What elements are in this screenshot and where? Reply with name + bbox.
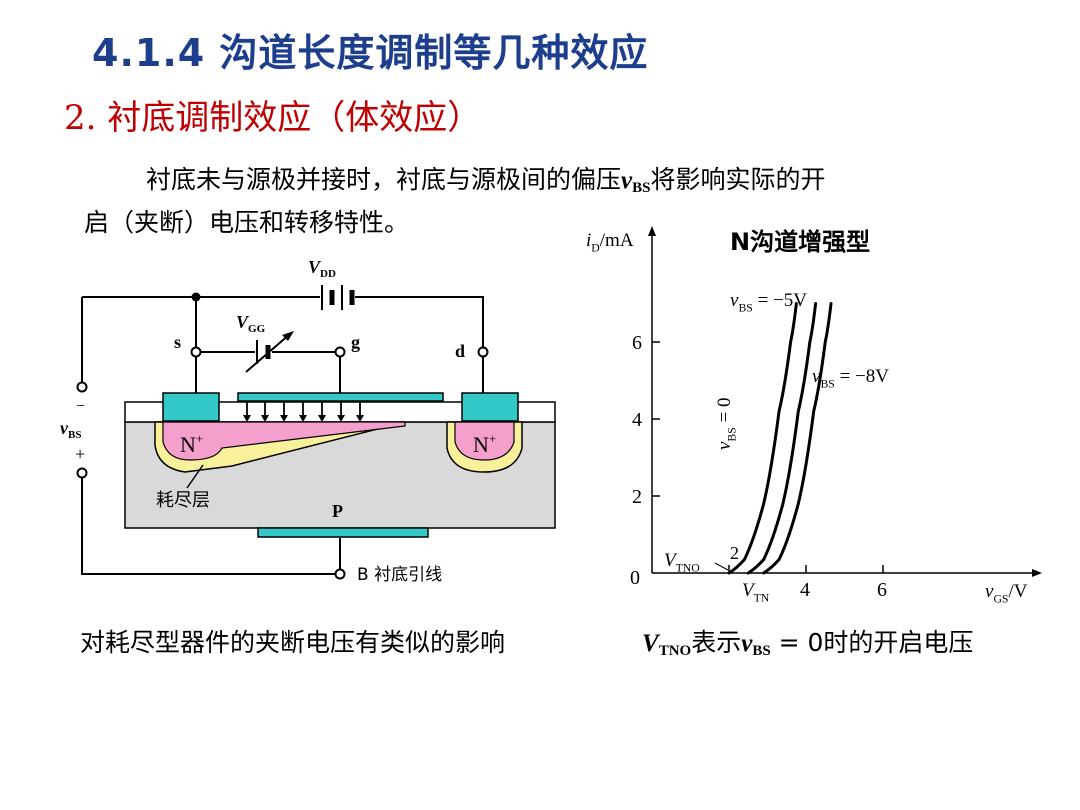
vtn-label: VTN — [742, 580, 770, 604]
y-axis-label: iD/mA — [586, 230, 634, 254]
section-heading: 2. 衬底调制效应（体效应） — [64, 98, 482, 138]
source-label: s — [174, 332, 181, 352]
vdd-label: VDD — [308, 257, 336, 280]
y-tick-label: 4 — [632, 409, 642, 431]
vgg-label: VGG — [236, 312, 266, 335]
body-contact — [257, 527, 429, 538]
drain-label: d — [455, 341, 465, 361]
vtno-label: VTNO — [664, 550, 700, 574]
gate-contact — [237, 392, 444, 402]
body-lead-label: B 衬底引线 — [357, 565, 442, 585]
source-contact — [162, 392, 220, 422]
paragraph-line-2: 启（夹断）电压和转移特性。 — [84, 208, 410, 237]
vbs-plus-label: + — [75, 444, 85, 464]
n-plus-drain-label: N+ — [473, 431, 496, 457]
x-tick-label: 4 — [800, 579, 810, 601]
slide-title: 4.1.4 沟道长度调制等几种效应 — [92, 31, 649, 75]
drain-contact — [461, 392, 519, 422]
transfer-characteristic-chart: 2 4 6 4 6 2 0 iD/mA vGS/V N沟道增强型 VTNO VTN vBS = 0 vBS… — [586, 226, 1042, 605]
depletion-layer-label: 耗尽层 — [156, 490, 210, 511]
gate-label: g — [351, 332, 360, 352]
y-tick-label: 2 — [632, 486, 642, 508]
p-substrate-label: P — [332, 501, 343, 521]
paragraph-line-1: 衬底未与源极并接时，衬底与源极间的偏压vBS将影响实际的开 — [146, 165, 826, 196]
x-axis-arrow — [1032, 569, 1042, 577]
series-curve-1 — [746, 302, 818, 575]
n-plus-source-channel — [162, 421, 406, 461]
x-tick-label-vtno: 2 — [730, 543, 739, 563]
y-tick-label: 6 — [632, 332, 642, 354]
vbs-label: vBS — [60, 418, 81, 441]
x-axis-label: vGS/V — [985, 581, 1028, 605]
chart-title: N沟道增强型 — [730, 228, 870, 256]
n-plus-drain — [454, 421, 515, 461]
series-label-vbs0: vBS = 0 — [714, 397, 738, 450]
caption-left: 对耗尽型器件的夹断电压有类似的影响 — [80, 628, 506, 657]
field-arrows — [246, 402, 361, 416]
series-curve-2 — [762, 302, 833, 575]
x-tick-label: 6 — [877, 579, 887, 601]
vbs-minus-label: − — [76, 398, 85, 415]
series-label-vbs-5: vBS = −5V — [730, 290, 807, 314]
mosfet-circuit-diagram: VDD VGG s g d − vBS + N+ N+ 耗尽层 P B 衬底引线 — [60, 257, 556, 585]
caption-right: VTNO表示vBS = 0时的开启电压 — [642, 628, 974, 659]
vtno-pointer — [714, 562, 729, 571]
origin-label: 0 — [630, 567, 640, 589]
y-axis-arrow — [648, 226, 656, 236]
series-label-vbs-8: vBS = −8V — [812, 366, 889, 390]
n-plus-source-label: N+ — [180, 431, 203, 457]
series-curve-0 — [727, 302, 798, 575]
